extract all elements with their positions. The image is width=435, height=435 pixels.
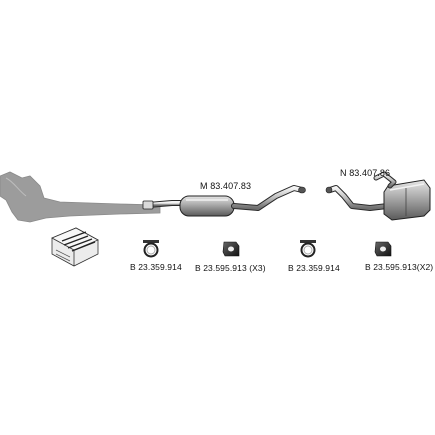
fitting-label-clamp-2: B 23.359.914 xyxy=(288,263,340,273)
fitting-label-mount-2: B 23.595.913(X2) xyxy=(365,262,434,272)
assembly-label-m: M 83.407.83 xyxy=(200,181,252,191)
clamp-icon xyxy=(143,240,159,258)
gasket-kit-box-icon xyxy=(51,227,99,267)
assembly-label-n: N 83.407.86 xyxy=(340,168,391,178)
rubber-mount-icon xyxy=(374,241,392,257)
fitting-label-clamp-1: B 23.359.914 xyxy=(130,262,182,272)
fitting-label-mount-1: B 23.595.913 (X3) xyxy=(195,263,266,273)
rear-silencer-assembly xyxy=(325,171,431,221)
front-pipe-silhouette xyxy=(0,171,161,223)
rubber-mount-icon xyxy=(222,241,240,257)
clamp-icon xyxy=(300,240,316,258)
middle-silencer-assembly xyxy=(142,185,306,217)
